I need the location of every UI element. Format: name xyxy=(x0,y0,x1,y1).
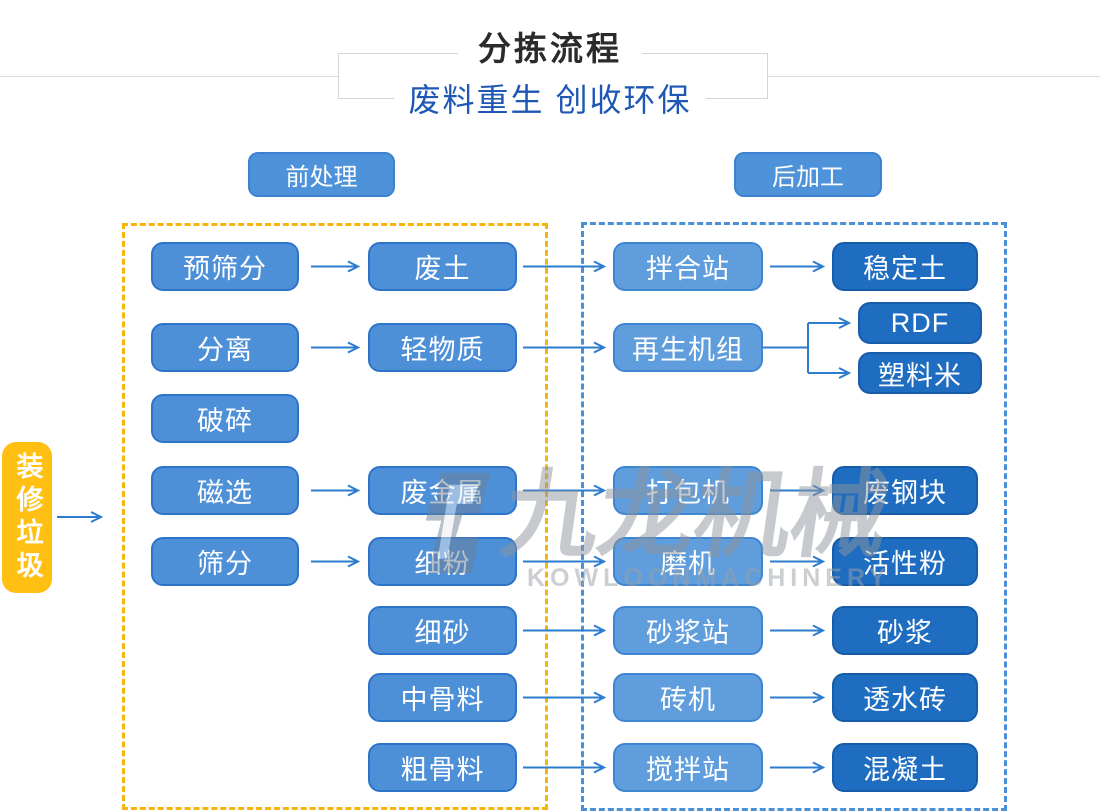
node-screening: 筛分 xyxy=(151,537,299,586)
node-waste-soil: 废土 xyxy=(368,242,517,291)
node-fine-sand: 细砂 xyxy=(368,606,517,655)
node-mixing-plant: 搅拌站 xyxy=(613,743,763,792)
node-baler: 打包机 xyxy=(613,466,763,515)
node-permeable-brick: 透水砖 xyxy=(832,673,978,722)
post-processing-section-border xyxy=(581,222,1007,811)
pre-processing-section-border xyxy=(122,223,548,810)
post-processing-label: 后加工 xyxy=(734,152,882,197)
node-waste-steel-block: 废钢块 xyxy=(832,466,978,515)
node-stabilized-soil: 稳定土 xyxy=(832,242,978,291)
node-concrete: 混凝土 xyxy=(832,743,978,792)
node-coarse-aggregate: 粗骨料 xyxy=(368,743,517,792)
node-active-powder: 活性粉 xyxy=(832,537,978,586)
node-fine-powder: 细粉 xyxy=(368,537,517,586)
node-plastic-pellets: 塑料米 xyxy=(858,352,982,394)
node-mill: 磨机 xyxy=(613,537,763,586)
page-subtitle: 废料重生 创收环保 xyxy=(394,84,706,116)
node-light-material: 轻物质 xyxy=(368,323,517,372)
pre-processing-label: 前处理 xyxy=(248,152,395,197)
node-magnetic-separation: 磁选 xyxy=(151,466,299,515)
node-mortar-station: 砂浆站 xyxy=(613,606,763,655)
node-regeneration-unit: 再生机组 xyxy=(613,323,763,372)
node-waste-metal: 废金属 xyxy=(368,466,517,515)
node-medium-aggregate: 中骨料 xyxy=(368,673,517,722)
node-brick-machine: 砖机 xyxy=(613,673,763,722)
node-pre-screening: 预筛分 xyxy=(151,242,299,291)
node-rdf: RDF xyxy=(858,302,982,344)
node-mixing-station: 拌合站 xyxy=(613,242,763,291)
node-separation: 分离 xyxy=(151,323,299,372)
node-crushing: 破碎 xyxy=(151,394,299,443)
node-mortar: 砂浆 xyxy=(832,606,978,655)
page-title: 分拣流程 xyxy=(458,32,642,65)
node-renovation-waste: 装修垃圾 xyxy=(2,442,52,593)
